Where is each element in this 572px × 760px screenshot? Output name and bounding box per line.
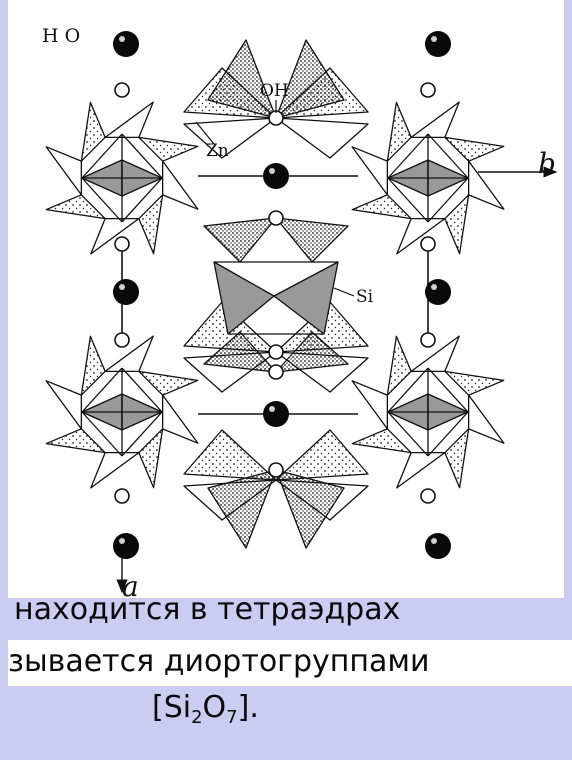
caption-formula: [Si2O7]. [152,690,259,728]
water-molecule-highlight [119,284,125,290]
figure-panel: H O OH Zn Si b a [8,0,564,598]
oxygen-vertex [115,83,129,97]
water-molecule-highlight [269,406,275,412]
zn-tetrahedron [46,147,81,195]
oxygen-vertex [421,333,435,347]
label-oh: OH [260,81,289,101]
formula-open: [Si [152,690,191,725]
zn-tetrahedron [387,336,411,395]
bridge-tetrahedron [184,430,276,480]
zn-tetrahedron [445,195,469,254]
zn-tetrahedron [352,195,411,219]
oxygen-vertex [269,111,283,125]
zn-tetrahedron [397,219,445,254]
water-molecule-highlight [431,284,437,290]
formula-sub-2: 2 [191,707,202,728]
axis-b-label: b [538,147,556,180]
zn-tetrahedron [46,195,105,219]
zn-tetrahedron [352,381,387,429]
water-molecule [113,533,139,559]
water-molecule [425,279,451,305]
water-molecule-highlight [119,36,125,42]
zn-tetrahedron [139,429,163,488]
water-molecule [263,401,289,427]
water-molecule [113,279,139,305]
zn-tetrahedron [139,137,198,161]
oxygen-vertex [269,345,283,359]
zn-tetrahedron [469,395,504,443]
water-molecule [113,31,139,57]
label-ho: H O [42,25,80,47]
water-molecule [425,533,451,559]
bridge-tetrahedron [276,430,368,480]
zn-tetrahedron [352,147,387,195]
oxygen-vertex [269,365,283,379]
oxygen-vertex [269,211,283,225]
zn-tetrahedron [469,161,504,209]
zn-tetrahedron [81,336,105,395]
si-leader-line [334,288,354,296]
zn-tetrahedron [352,429,411,453]
water-molecule-highlight [119,538,125,544]
water-molecule [263,163,289,189]
caption-line-2: зывается диортогруппами [8,644,429,679]
zn-tetrahedron [163,161,198,209]
formula-close: ]. [238,690,259,725]
water-molecule [425,31,451,57]
crystal-structure-diagram: H O OH Zn Si b a [8,0,564,598]
zn-tetrahedron [397,453,445,488]
water-molecule-highlight [431,36,437,42]
zn-tetrahedron [139,371,198,395]
oxygen-vertex [421,237,435,251]
link-tetrahedron [276,218,348,262]
oxygen-vertex [421,83,435,97]
zn-tetrahedron [445,371,504,395]
label-si: Si [356,287,374,307]
oxygen-vertex [421,489,435,503]
zn-tetrahedron [81,102,105,161]
water-molecule-highlight [431,538,437,544]
zn-tetrahedron [105,102,153,137]
water-molecule-highlight [269,168,275,174]
formula-sub-7: 7 [226,707,237,728]
zn-tetrahedron [91,453,139,488]
zn-tetrahedron [163,395,198,443]
label-zn: Zn [206,141,229,161]
zn-tetrahedron [445,137,504,161]
link-tetrahedron [204,218,276,262]
caption-line-2-box: зывается диортогруппами [8,640,572,686]
oxygen-vertex [269,463,283,477]
bridge-tetrahedron [276,118,368,158]
zn-tetrahedron [411,102,459,137]
formula-mid: O [203,690,227,725]
zn-tetrahedron [91,219,139,254]
zn-tetrahedron [46,429,105,453]
oxygen-vertex [115,237,129,251]
oxygen-vertex [115,489,129,503]
zn-tetrahedron [46,381,81,429]
zn-tetrahedron [387,102,411,161]
zn-tetrahedron [445,429,469,488]
oxygen-vertex [115,333,129,347]
zn-tetrahedron [139,195,163,254]
caption-line-1: находится в тетраэдрах [14,592,400,627]
